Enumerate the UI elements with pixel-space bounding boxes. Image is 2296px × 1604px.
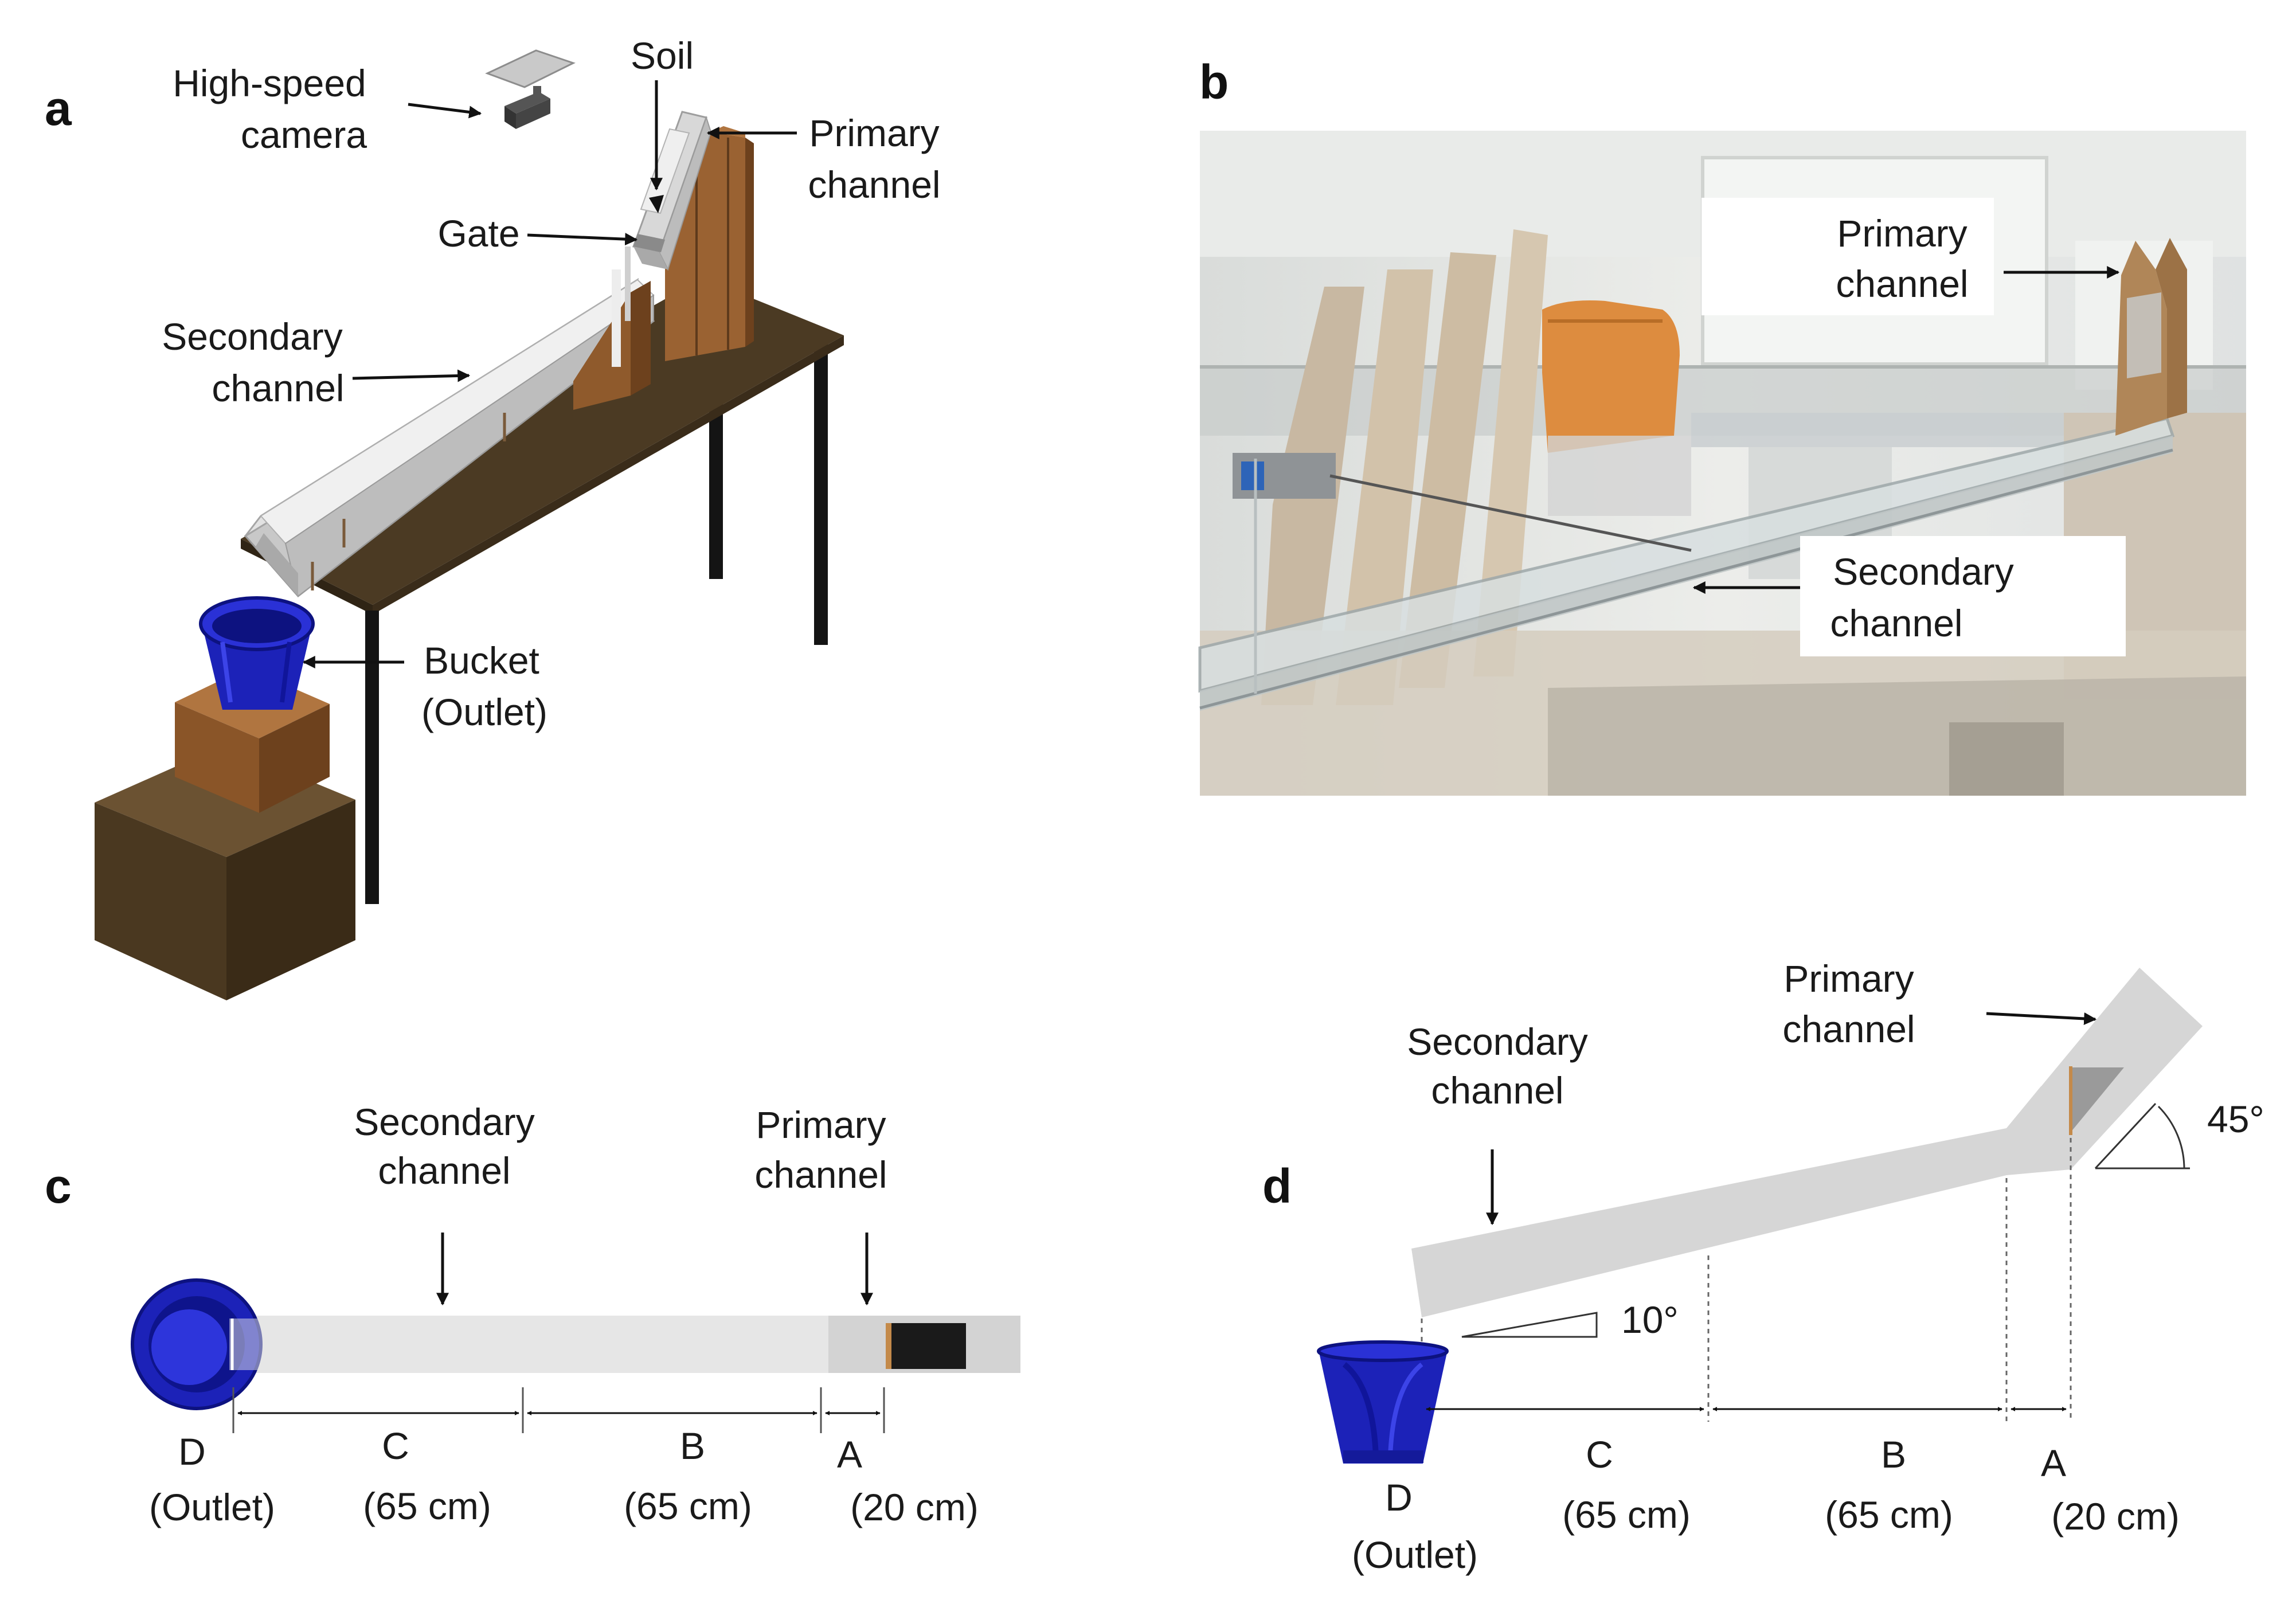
- segment-c-b-sub: (65 cm): [624, 1485, 752, 1527]
- gate-topview: [886, 1323, 891, 1369]
- segment-c-a-name: A: [837, 1433, 862, 1476]
- secondary-channel-sideview: [1411, 1128, 2006, 1317]
- bucket-topview-icon: [131, 1278, 264, 1410]
- panel-d: d Primary channel Secondary channel 45° …: [1262, 957, 2264, 1576]
- angle-10-label: 10°: [1621, 1298, 1679, 1341]
- label-secondary-b-line1: Secondary: [1833, 550, 2014, 593]
- segment-c-d-name: D: [178, 1430, 206, 1473]
- angle-marker-10: [1461, 1312, 1598, 1338]
- label-primary-d-line1: Primary: [1783, 957, 1914, 1000]
- table-leg-front: [365, 611, 379, 904]
- arrow-gate: [527, 233, 638, 246]
- primary-channel-3d: [612, 111, 712, 367]
- photo-laboratory-setup: [1198, 131, 2246, 796]
- angle-marker-45: [2094, 1102, 2190, 1169]
- label-box-primary-b: [1702, 198, 1994, 315]
- dimension-lines-c: [232, 1387, 885, 1433]
- label-secondary-c-line2: channel: [378, 1149, 510, 1192]
- label-primary-a-line1: Primary: [809, 112, 939, 154]
- arrow-camera: [408, 103, 482, 119]
- label-secondary-c-line1: Secondary: [354, 1101, 535, 1143]
- segment-c-b-name: B: [680, 1425, 705, 1467]
- label-secondary-a-line2: channel: [212, 367, 344, 409]
- arrow-primary-d: [1986, 1012, 2097, 1025]
- segment-d-a-name: A: [2041, 1442, 2066, 1484]
- soil-sideview: [2071, 1067, 2124, 1132]
- label-soil: Soil: [631, 34, 694, 77]
- segment-c-d-sub: (Outlet): [149, 1486, 275, 1528]
- label-secondary-d-line1: Secondary: [1407, 1020, 1588, 1063]
- bucket-3d: [199, 596, 315, 710]
- label-box-secondary-b: [1800, 536, 2126, 656]
- label-secondary-d-line2: channel: [1431, 1069, 1563, 1112]
- label-primary-c-line1: Primary: [756, 1104, 886, 1146]
- segment-c-c-sub: (65 cm): [363, 1485, 491, 1527]
- segment-d-d-name: D: [1385, 1476, 1413, 1519]
- label-bucket-line1: Bucket: [424, 639, 539, 682]
- label-bucket-line2: (Outlet): [421, 691, 547, 733]
- segment-d-b-sub: (65 cm): [1825, 1493, 1953, 1536]
- base-box-wood: [175, 668, 330, 813]
- label-secondary-a-line1: Secondary: [162, 315, 343, 358]
- label-primary-c-line2: channel: [754, 1153, 887, 1196]
- panel-letter-a: a: [45, 81, 72, 135]
- arrow-secondary-a: [352, 369, 471, 382]
- secondary-channel-topview: [229, 1316, 828, 1373]
- soil-topview: [891, 1323, 966, 1369]
- label-primary-d-line2: channel: [1782, 1008, 1915, 1050]
- segment-c-a-sub: (20 cm): [850, 1486, 979, 1528]
- panel-c: c Secondary channel Primary channel: [45, 1101, 1020, 1528]
- soil-3d: [649, 195, 664, 213]
- label-camera-line1: High-speed: [173, 62, 366, 104]
- segment-d-c-sub: (65 cm): [1562, 1493, 1691, 1536]
- segment-d-b-name: B: [1881, 1433, 1906, 1476]
- panel-letter-d: d: [1262, 1159, 1292, 1213]
- segment-d-c-name: C: [1586, 1433, 1613, 1476]
- label-primary-b-line2: channel: [1836, 263, 1968, 305]
- label-primary-a-line2: channel: [808, 163, 940, 206]
- bucket-sideview-icon: [1317, 1340, 1449, 1464]
- segment-d-a-sub: (20 cm): [2051, 1495, 2180, 1538]
- primary-support-wood: [573, 126, 754, 410]
- segment-d-d-sub: (Outlet): [1352, 1533, 1478, 1576]
- panel-letter-b: b: [1199, 55, 1229, 109]
- secondary-channel-3d: [244, 277, 655, 598]
- label-primary-b-line1: Primary: [1837, 212, 1967, 255]
- label-gate: Gate: [437, 212, 519, 255]
- label-secondary-b-line2: channel: [1830, 602, 1962, 644]
- high-speed-camera-icon: [485, 49, 576, 129]
- table-leg-right: [814, 332, 828, 645]
- panel-letter-c: c: [45, 1159, 72, 1213]
- panel-b: b: [1198, 55, 2246, 796]
- label-camera-line2: camera: [241, 114, 367, 156]
- gate-3d: [633, 234, 665, 252]
- segment-c-c-name: C: [382, 1425, 409, 1467]
- panel-a: a: [45, 34, 941, 1000]
- angle-45-label: 45°: [2207, 1098, 2264, 1140]
